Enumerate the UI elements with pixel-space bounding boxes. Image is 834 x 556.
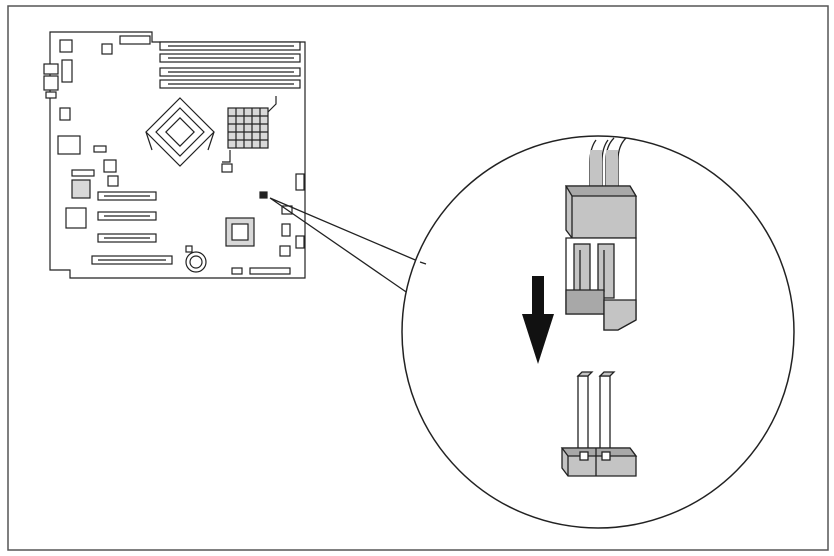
board-chip <box>71 179 91 199</box>
rear-io-port <box>45 91 57 99</box>
header-pin <box>599 375 611 459</box>
board-component <box>119 35 151 45</box>
arrow-down-icon <box>522 276 554 364</box>
rear-io-port <box>43 63 59 75</box>
memory-slots <box>159 41 301 89</box>
cmos-battery-inner <box>189 255 203 269</box>
board-component <box>93 145 107 153</box>
board-connector <box>231 267 243 275</box>
magnifier-circle <box>401 135 795 529</box>
board-component <box>59 39 73 53</box>
magnifier-callout-icon <box>269 135 795 529</box>
rear-io-port <box>57 135 81 155</box>
board-connector <box>281 223 291 237</box>
board-component <box>107 175 119 187</box>
board-component <box>103 159 117 173</box>
board-component <box>101 43 113 55</box>
board-connector <box>295 173 305 191</box>
southbridge-chip-inner <box>231 223 249 241</box>
rear-io-port <box>43 75 59 91</box>
board-connector <box>249 267 291 275</box>
motherboard-icon <box>43 31 306 279</box>
expansion-slots <box>91 191 173 265</box>
header-pin <box>577 375 589 459</box>
rear-io-port <box>61 59 73 83</box>
board-component <box>65 207 87 229</box>
cpu-socket <box>145 97 215 167</box>
header-pins-icon <box>560 371 638 477</box>
connector-plug-icon <box>564 137 638 331</box>
board-component <box>71 169 95 177</box>
plug-socket <box>597 243 615 299</box>
board-connector <box>279 245 291 257</box>
board-component <box>185 245 193 253</box>
board-connector <box>295 235 305 249</box>
target-fan-header <box>259 191 268 199</box>
callout-pointer <box>269 197 421 297</box>
rear-io-port <box>59 107 71 121</box>
chipset-heatsink <box>221 96 277 173</box>
